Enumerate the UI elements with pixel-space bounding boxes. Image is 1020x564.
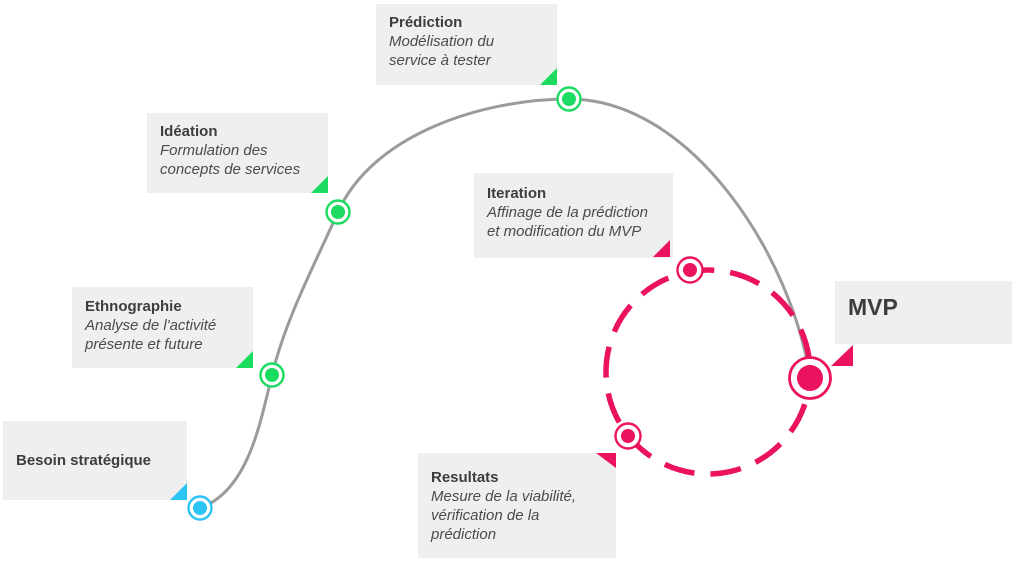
dot-core (193, 501, 207, 515)
stage-title-iteration: Iteration (487, 185, 547, 202)
iteration-loop-circle (603, 267, 813, 477)
stage-title-ethnographie: Ethnographie (85, 298, 182, 315)
label-box-ideation: Idéation Formulation des concepts de ser… (147, 113, 328, 193)
stage-subtitle-ideation: Formulation des concepts de services (160, 142, 301, 178)
dot-ring (556, 86, 582, 112)
dot-core (562, 92, 576, 106)
pointer-triangle-mvp (831, 345, 853, 366)
stage-subtitle-ethnographie: Analyse de l'activité présente et future (85, 317, 217, 353)
stage-dot-resultats (614, 422, 642, 450)
stage-title-besoin-strategique: Besoin stratégique (16, 452, 152, 469)
dot-core (621, 429, 635, 443)
label-box-resultats: Resultats Mesure de la viabilité, vérifi… (418, 453, 616, 558)
stage-title-mvp: MVP (848, 294, 898, 320)
dot-ring (614, 422, 642, 450)
stage-dot-ideation (325, 199, 351, 225)
dot-core (797, 365, 823, 391)
stage-title-prediction: Prédiction (389, 14, 463, 31)
dot-core (683, 263, 697, 277)
stage-dot-ethnographie (259, 362, 285, 388)
dot-core (331, 205, 345, 219)
label-box-iteration: Iteration Affinage de la prédiction et m… (474, 173, 673, 258)
stage-title-resultats: Resultats (431, 469, 499, 486)
dot-ring (788, 356, 832, 400)
label-box-prediction: Prédiction Modélisation du service à tes… (376, 4, 557, 85)
stage-dot-iteration (676, 256, 704, 284)
stage-dot-prediction (556, 86, 582, 112)
dot-ring (187, 495, 213, 521)
dot-ring (676, 256, 704, 284)
label-box-ethnographie: Ethnographie Analyse de l'activité prése… (72, 287, 253, 368)
label-box-besoin-strategique: Besoin stratégique (3, 421, 187, 500)
stage-dot-besoin-strategique (187, 495, 213, 521)
dot-ring (259, 362, 285, 388)
stage-dot-mvp (788, 356, 832, 400)
label-box-mvp: MVP (835, 281, 1012, 344)
stage-subtitle-prediction: Modélisation du service à tester (389, 33, 495, 69)
stage-subtitle-iteration: Affinage de la prédiction et modificatio… (487, 204, 648, 240)
dot-core (265, 368, 279, 382)
stage-subtitle-resultats: Mesure de la viabilité, vérification de … (431, 488, 577, 543)
stage-title-ideation: Idéation (160, 123, 218, 140)
dot-ring (325, 199, 351, 225)
